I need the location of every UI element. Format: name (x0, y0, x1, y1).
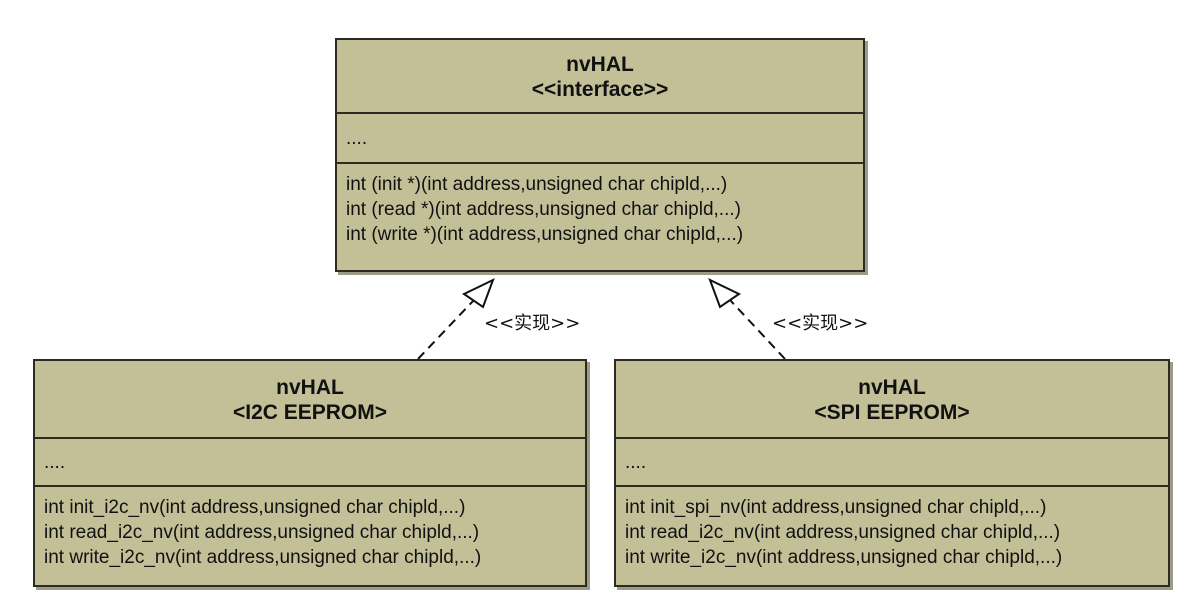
operation: int read_i2c_nv(int address,unsigned cha… (44, 522, 480, 543)
operation: int read_i2c_nv(int address,unsigned cha… (625, 522, 1061, 543)
operation: int (write *)(int address,unsigned char … (346, 224, 744, 245)
realization-label-left: <<实现>> (484, 313, 581, 334)
spi-eeprom-class-box[interactable]: nvHAL <SPI EEPROM> .... int init_spi_nv(… (614, 359, 1170, 587)
class-header: nvHAL <I2C EEPROM> (35, 361, 585, 439)
class-stereotype: <SPI EEPROM> (814, 401, 970, 424)
class-stereotype: <I2C EEPROM> (232, 401, 388, 424)
operation: int write_i2c_nv(int address,unsigned ch… (625, 547, 1063, 568)
operations-compartment: int init_spi_nv(int address,unsigned cha… (616, 487, 1168, 570)
interface-class-box[interactable]: nvHAL <<interface>> .... int (init *)(in… (335, 38, 865, 272)
operation: int (init *)(int address,unsigned char c… (346, 174, 728, 195)
class-header: nvHAL <SPI EEPROM> (616, 361, 1168, 439)
operation: int init_i2c_nv(int address,unsigned cha… (44, 497, 466, 518)
realization-label-right: <<实现>> (772, 313, 869, 334)
class-name: nvHAL (858, 376, 926, 399)
attributes-compartment: .... (337, 114, 863, 164)
operations-compartment: int init_i2c_nv(int address,unsigned cha… (35, 487, 585, 570)
realization-line-right (729, 299, 786, 360)
realization-arrowhead-right (708, 278, 741, 309)
realization-line-left (417, 299, 475, 360)
class-name: nvHAL (276, 376, 344, 399)
class-name: nvHAL (566, 53, 634, 76)
attributes-compartment: .... (616, 439, 1168, 487)
operations-compartment: int (init *)(int address,unsigned char c… (337, 164, 863, 247)
operation: int init_spi_nv(int address,unsigned cha… (625, 497, 1047, 518)
i2c-eeprom-class-box[interactable]: nvHAL <I2C EEPROM> .... int init_i2c_nv(… (33, 359, 587, 587)
class-header: nvHAL <<interface>> (337, 40, 863, 114)
operation: int write_i2c_nv(int address,unsigned ch… (44, 547, 482, 568)
operation: int (read *)(int address,unsigned char c… (346, 199, 741, 220)
class-stereotype: <<interface>> (531, 78, 669, 101)
attributes-compartment: .... (35, 439, 585, 487)
realization-arrowhead-left (462, 278, 495, 309)
